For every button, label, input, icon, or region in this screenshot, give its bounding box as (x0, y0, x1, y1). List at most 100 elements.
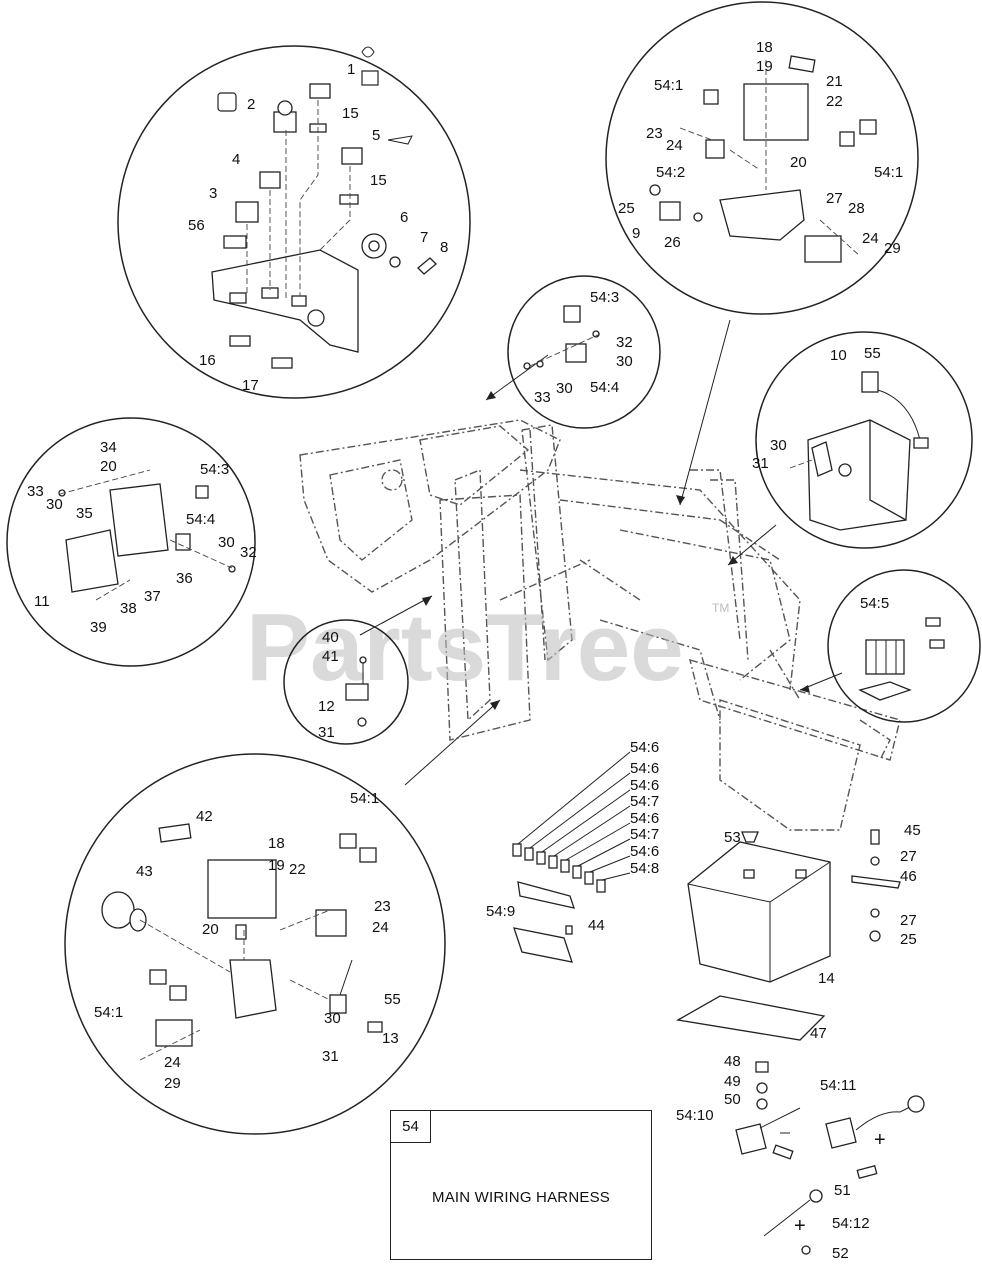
callout-c54_9: 54:9 (486, 903, 515, 920)
detail-circle-relay-54-3 (507, 275, 661, 429)
callout-c54_11: 54:11 (820, 1077, 856, 1094)
callout-c45: 45 (904, 822, 921, 839)
callout-c3: 3 (209, 185, 217, 202)
detail-circle-controller (6, 417, 256, 667)
callout-c54_3b: 54:3 (200, 461, 229, 478)
callout-c54_8: 54:8 (630, 860, 659, 877)
callout-c15a: 15 (342, 105, 359, 122)
callout-c18a: 18 (756, 39, 773, 56)
callout-c10: 10 (830, 347, 847, 364)
callout-c18b: 18 (268, 835, 285, 852)
callout-c25b: 25 (900, 931, 917, 948)
callout-c54_12: 54:12 (832, 1215, 870, 1232)
callout-c54_1d: 54:1 (94, 1004, 123, 1021)
callout-c54_6d: 54:6 (630, 810, 659, 827)
callout-c20b: 20 (100, 458, 117, 475)
callout-c53: 53 (724, 829, 741, 846)
detail-circle-sensor-bracket (755, 331, 973, 549)
fuse-row (512, 843, 606, 893)
callout-c24d: 24 (164, 1054, 181, 1071)
callout-c42: 42 (196, 808, 213, 825)
detail-circle-relays-bottom (64, 753, 446, 1135)
callout-c2: 2 (247, 96, 255, 113)
callout-c54_10: 54:10 (676, 1107, 714, 1124)
callout-c27a: 27 (826, 190, 843, 207)
callout-c24b: 24 (862, 230, 879, 247)
callout-c41: 41 (322, 648, 339, 665)
callout-c22a: 22 (826, 93, 843, 110)
callout-c27b: 27 (900, 848, 917, 865)
callout-c13: 13 (382, 1030, 399, 1047)
watermark-tm: TM (712, 601, 729, 615)
callout-c54_3a: 54:3 (590, 289, 619, 306)
callout-c31a: 31 (752, 455, 769, 472)
legend-title: MAIN WIRING HARNESS (432, 1189, 610, 1206)
callout-c14: 14 (818, 970, 835, 987)
callout-c1: 1 (347, 61, 355, 78)
callout-c19a: 19 (756, 58, 773, 75)
detail-circle-relay-12 (283, 619, 409, 745)
callout-c37: 37 (144, 588, 161, 605)
callout-c54_7b: 54:7 (630, 826, 659, 843)
callout-c54_4a: 54:4 (590, 379, 619, 396)
callout-c44: 44 (588, 917, 605, 934)
callout-c34: 34 (100, 439, 117, 456)
callout-c27c: 27 (900, 912, 917, 929)
callout-c52: 52 (832, 1245, 849, 1262)
callout-c31c: 31 (322, 1048, 339, 1065)
callout-c24a: 24 (666, 137, 683, 154)
callout-c11: 11 (34, 593, 50, 610)
callout-c15b: 15 (370, 172, 387, 189)
detail-circle-relays-top (605, 1, 919, 315)
callout-c54_6c: 54:6 (630, 777, 659, 794)
callout-c24c: 24 (372, 919, 389, 936)
battery-cables: + + (735, 1061, 925, 1255)
legend-box: 54 MAIN WIRING HARNESS (390, 1110, 652, 1260)
callout-c8: 8 (440, 239, 448, 256)
detail-arrows (359, 319, 843, 786)
callout-c9: 9 (632, 225, 640, 242)
svg-text:+: + (794, 1215, 806, 1237)
callout-c30c: 30 (770, 437, 787, 454)
callout-c33b: 33 (27, 483, 44, 500)
callout-c54_6e: 54:6 (630, 843, 659, 860)
callout-c38: 38 (120, 600, 137, 617)
callout-c30e: 30 (218, 534, 235, 551)
callout-c54_4b: 54:4 (186, 511, 215, 528)
callout-c54_1c: 54:1 (350, 790, 379, 807)
callout-c55b: 55 (384, 991, 401, 1008)
callout-c56: 56 (188, 217, 205, 234)
callout-c43: 43 (136, 863, 153, 880)
callout-c22b: 22 (289, 861, 306, 878)
callout-c17: 17 (242, 377, 259, 394)
callout-c39: 39 (90, 619, 107, 636)
callout-c20a: 20 (790, 154, 807, 171)
callout-c54_5: 54:5 (860, 595, 889, 612)
callout-c47: 47 (810, 1025, 827, 1042)
callout-c30f: 30 (324, 1010, 341, 1027)
legend-number: 54 (391, 1111, 431, 1143)
callout-c20c: 20 (202, 921, 219, 938)
callout-c5: 5 (372, 127, 380, 144)
callout-c33a: 33 (534, 389, 551, 406)
callout-c23b: 23 (374, 898, 391, 915)
callout-c54_6b: 54:6 (630, 760, 659, 777)
callout-c29b: 29 (164, 1075, 181, 1092)
callout-c51: 51 (834, 1182, 851, 1199)
callout-c23a: 23 (646, 125, 663, 142)
callout-c25a: 25 (618, 200, 635, 217)
callout-c6: 6 (400, 209, 408, 226)
callout-c32b: 32 (240, 544, 257, 561)
callout-c30a: 30 (616, 353, 633, 370)
callout-c48: 48 (724, 1053, 741, 1070)
callout-c32a: 32 (616, 334, 633, 351)
callout-c29a: 29 (884, 240, 901, 257)
detail-circle-fuses (827, 569, 981, 723)
callout-c54_1b: 54:1 (874, 164, 903, 181)
callout-c35: 35 (76, 505, 93, 522)
main-frame (299, 419, 901, 831)
battery (676, 829, 901, 1041)
callout-c12: 12 (318, 698, 335, 715)
callout-c21: 21 (826, 73, 843, 90)
